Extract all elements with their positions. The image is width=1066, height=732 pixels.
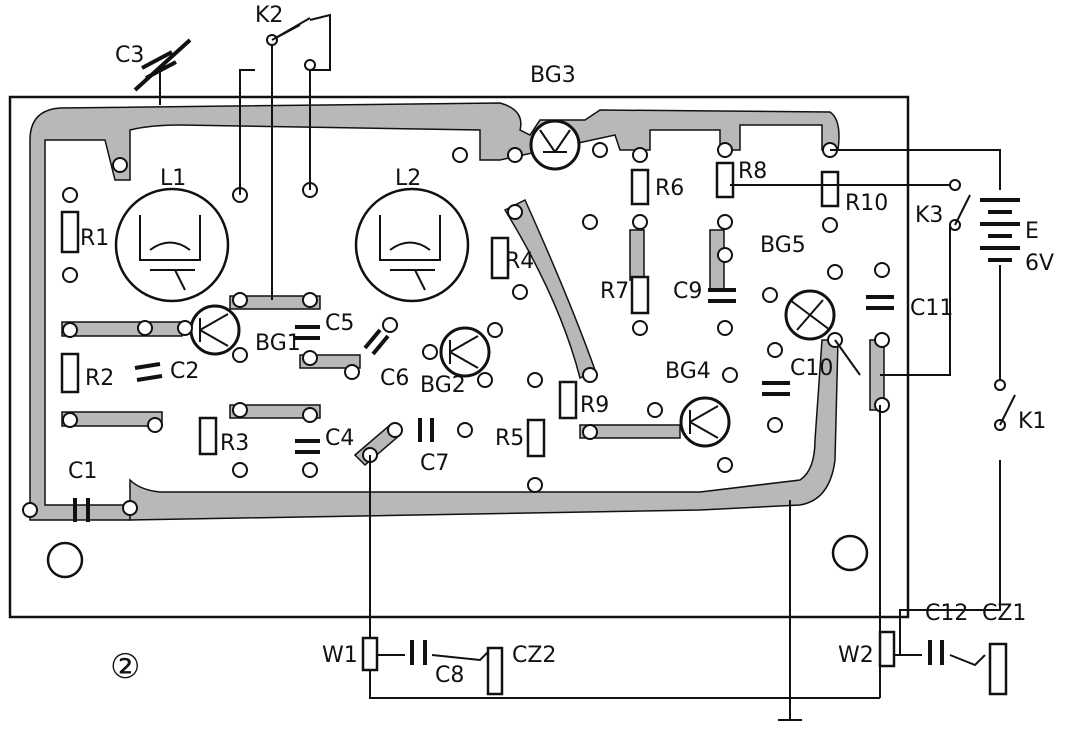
coil-l1 [114, 187, 230, 303]
switch-k1 [999, 394, 1016, 426]
resistor-r1 [60, 210, 80, 254]
label-w1: W1 [322, 643, 358, 668]
label-c4: C4 [325, 426, 354, 451]
capacitor-c1 [73, 498, 90, 522]
off-board-parts [266, 17, 1020, 696]
mounting-hole-left [46, 541, 84, 579]
label-r9: R9 [580, 393, 609, 418]
capacitor-c7 [418, 418, 434, 442]
label-l2: L2 [395, 166, 421, 191]
label-r7: R7 [600, 279, 629, 304]
label-c8: C8 [435, 663, 464, 688]
label-w2: W2 [838, 643, 874, 668]
label-cz1: CZ1 [982, 601, 1026, 626]
coil-l2 [354, 187, 470, 303]
potentiometer-w1 [361, 636, 379, 672]
resistor-r9 [558, 380, 578, 420]
resistor-r8 [715, 161, 735, 199]
transistor-bg2 [439, 326, 491, 378]
resistor-r7 [630, 275, 650, 315]
figure-number: ② [110, 647, 140, 687]
transistor-bg4 [679, 396, 731, 448]
label-k3: K3 [915, 203, 943, 228]
label-c2: C2 [170, 359, 199, 384]
resistors [60, 161, 840, 458]
resistor-r5 [526, 418, 546, 458]
label-e: E [1025, 219, 1039, 244]
label-c5: C5 [325, 311, 354, 336]
switch-k2 [271, 17, 311, 41]
capacitor-c9 [708, 288, 736, 303]
transistor-bg1 [189, 304, 241, 356]
pcb-board-outline [8, 95, 910, 619]
capacitor-c8 [410, 640, 427, 665]
jack-cz1 [988, 642, 1008, 696]
capacitor-c4 [295, 439, 320, 454]
label-r5: R5 [495, 426, 524, 451]
capacitor-c5 [295, 325, 320, 340]
label-c3: C3 [115, 43, 144, 68]
label-c7: C7 [420, 451, 449, 476]
jack-cz2 [486, 646, 504, 696]
capacitor-c12 [928, 640, 944, 665]
mounting-hole-right [831, 534, 869, 572]
capacitor-c10 [762, 381, 790, 396]
potentiometer-w2 [878, 630, 896, 668]
battery-e [980, 198, 1020, 262]
label-c1: C1 [68, 459, 97, 484]
component-labels: K2 C3 BG3 L1 L2 R1 R2 C2 R3 BG1 C5 C4 C6… [68, 3, 1054, 688]
solder-pads [22, 142, 890, 518]
capacitor-c6 [363, 328, 390, 356]
label-bg4: BG4 [665, 359, 711, 384]
label-bg3: BG3 [530, 63, 576, 88]
transistor-bg3 [529, 119, 581, 171]
label-r4: R4 [505, 249, 534, 274]
resistor-r3 [198, 416, 218, 456]
label-6v: 6V [1025, 251, 1054, 276]
label-cz2: CZ2 [512, 643, 556, 668]
switch-k3 [954, 194, 971, 226]
label-bg2: BG2 [420, 373, 466, 398]
label-r3: R3 [220, 431, 249, 456]
capacitor-c2 [134, 362, 163, 382]
label-c11: C11 [910, 296, 953, 321]
label-bg5: BG5 [760, 233, 806, 258]
label-r1: R1 [80, 226, 109, 251]
label-c6: C6 [380, 366, 409, 391]
label-r6: R6 [655, 176, 684, 201]
label-k1: K1 [1018, 409, 1046, 434]
label-l1: L1 [160, 166, 186, 191]
capacitor-c11 [866, 295, 894, 310]
label-bg1: BG1 [255, 331, 301, 356]
label-r10: R10 [845, 191, 888, 216]
label-r8: R8 [738, 159, 767, 184]
label-c10: C10 [790, 356, 833, 381]
transistors [189, 119, 836, 448]
resistor-r2 [60, 352, 80, 394]
label-c12: C12 [925, 601, 968, 626]
resistor-r6 [630, 168, 650, 206]
external-wires [159, 13, 1001, 721]
label-k2: K2 [255, 3, 283, 28]
resistor-r4 [490, 236, 510, 280]
label-c9: C9 [673, 279, 702, 304]
capacitors [73, 38, 944, 665]
label-r2: R2 [85, 366, 114, 391]
resistor-r10 [820, 170, 840, 208]
